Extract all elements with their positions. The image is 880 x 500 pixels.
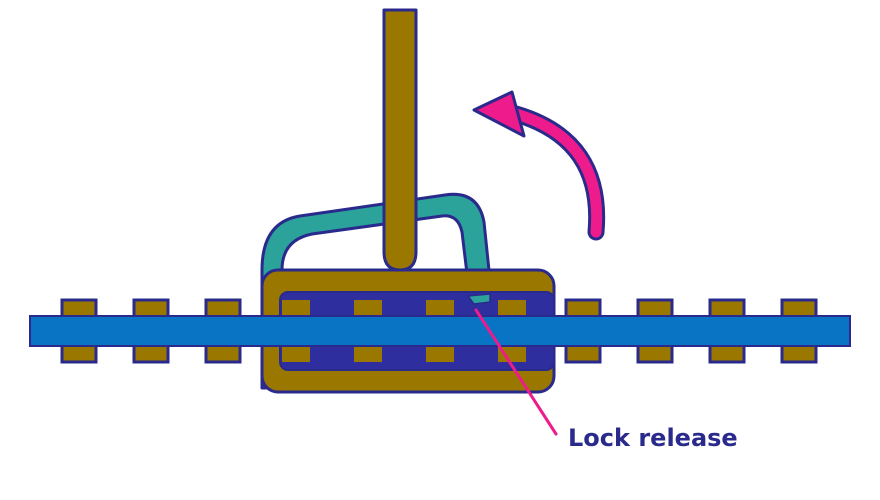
- arrow-head: [472, 90, 526, 138]
- lock-tab: [466, 293, 491, 305]
- arrow-shaft-fill: [510, 108, 603, 238]
- callout-label: Lock release: [568, 424, 738, 452]
- callout-line: [474, 308, 558, 436]
- curved-arrow-up-left-icon: [472, 90, 606, 241]
- pull-lever: [382, 8, 418, 272]
- zipper-tape: [29, 315, 851, 347]
